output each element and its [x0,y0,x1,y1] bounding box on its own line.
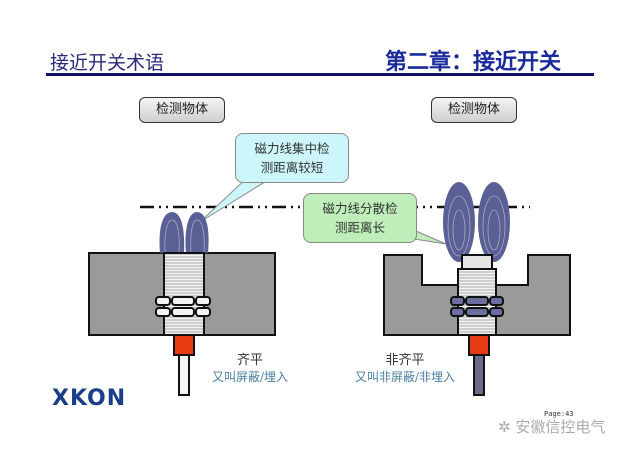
flush-caption: 齐平 又叫屏蔽/埋入 [185,349,315,385]
callout-left-line-2: 测距离较短 [260,160,324,175]
watermark-text: 安徽信控电气 [515,418,606,436]
magnetic-field-left [159,212,209,254]
flush-caption-title: 齐平 [236,353,263,368]
nonflush-sensor-assembly [383,182,571,396]
company-logo: XKON [52,386,127,411]
page-number: Page:43 [544,410,574,418]
title-rule [46,73,594,76]
callout-concentrated-field: 磁力线集中检 测距离较短 [235,133,349,183]
flush-sensor-assembly [88,212,276,396]
cable-left [178,354,190,396]
cable-right [473,354,485,396]
nonflush-caption-title: 非齐平 [385,353,425,368]
flush-caption-subtitle: 又叫屏蔽/埋入 [211,370,289,384]
wechat-icon: ✲ [498,418,516,436]
sensor-cap-right [461,254,493,270]
callout-right-line-1: 磁力线分散检 [322,201,398,216]
sensor-body-left [163,252,205,336]
watermark: ✲ 安徽信控电气 [498,416,605,437]
chapter-title: 第二章：接近开关 [385,50,562,75]
section-subtitle: 接近开关术语 [50,52,165,74]
nuts-right [450,296,504,317]
cable-jacket-right [468,334,490,356]
target-object-label-left: 检测物体 [139,97,225,123]
nonflush-caption-subtitle: 又叫非屏蔽/非埋入 [354,370,456,384]
callout-left-line-1: 磁力线集中检 [254,141,330,156]
magnetic-field-right [443,182,510,262]
target-object-label-right: 检测物体 [431,97,517,123]
callout-right-line-2: 测距离长 [334,220,385,235]
nuts-left [155,296,211,317]
callout-dispersed-field: 磁力线分散检 测距离长 [303,193,417,243]
nonflush-caption: 非齐平 又叫非屏蔽/非埋入 [340,349,470,385]
